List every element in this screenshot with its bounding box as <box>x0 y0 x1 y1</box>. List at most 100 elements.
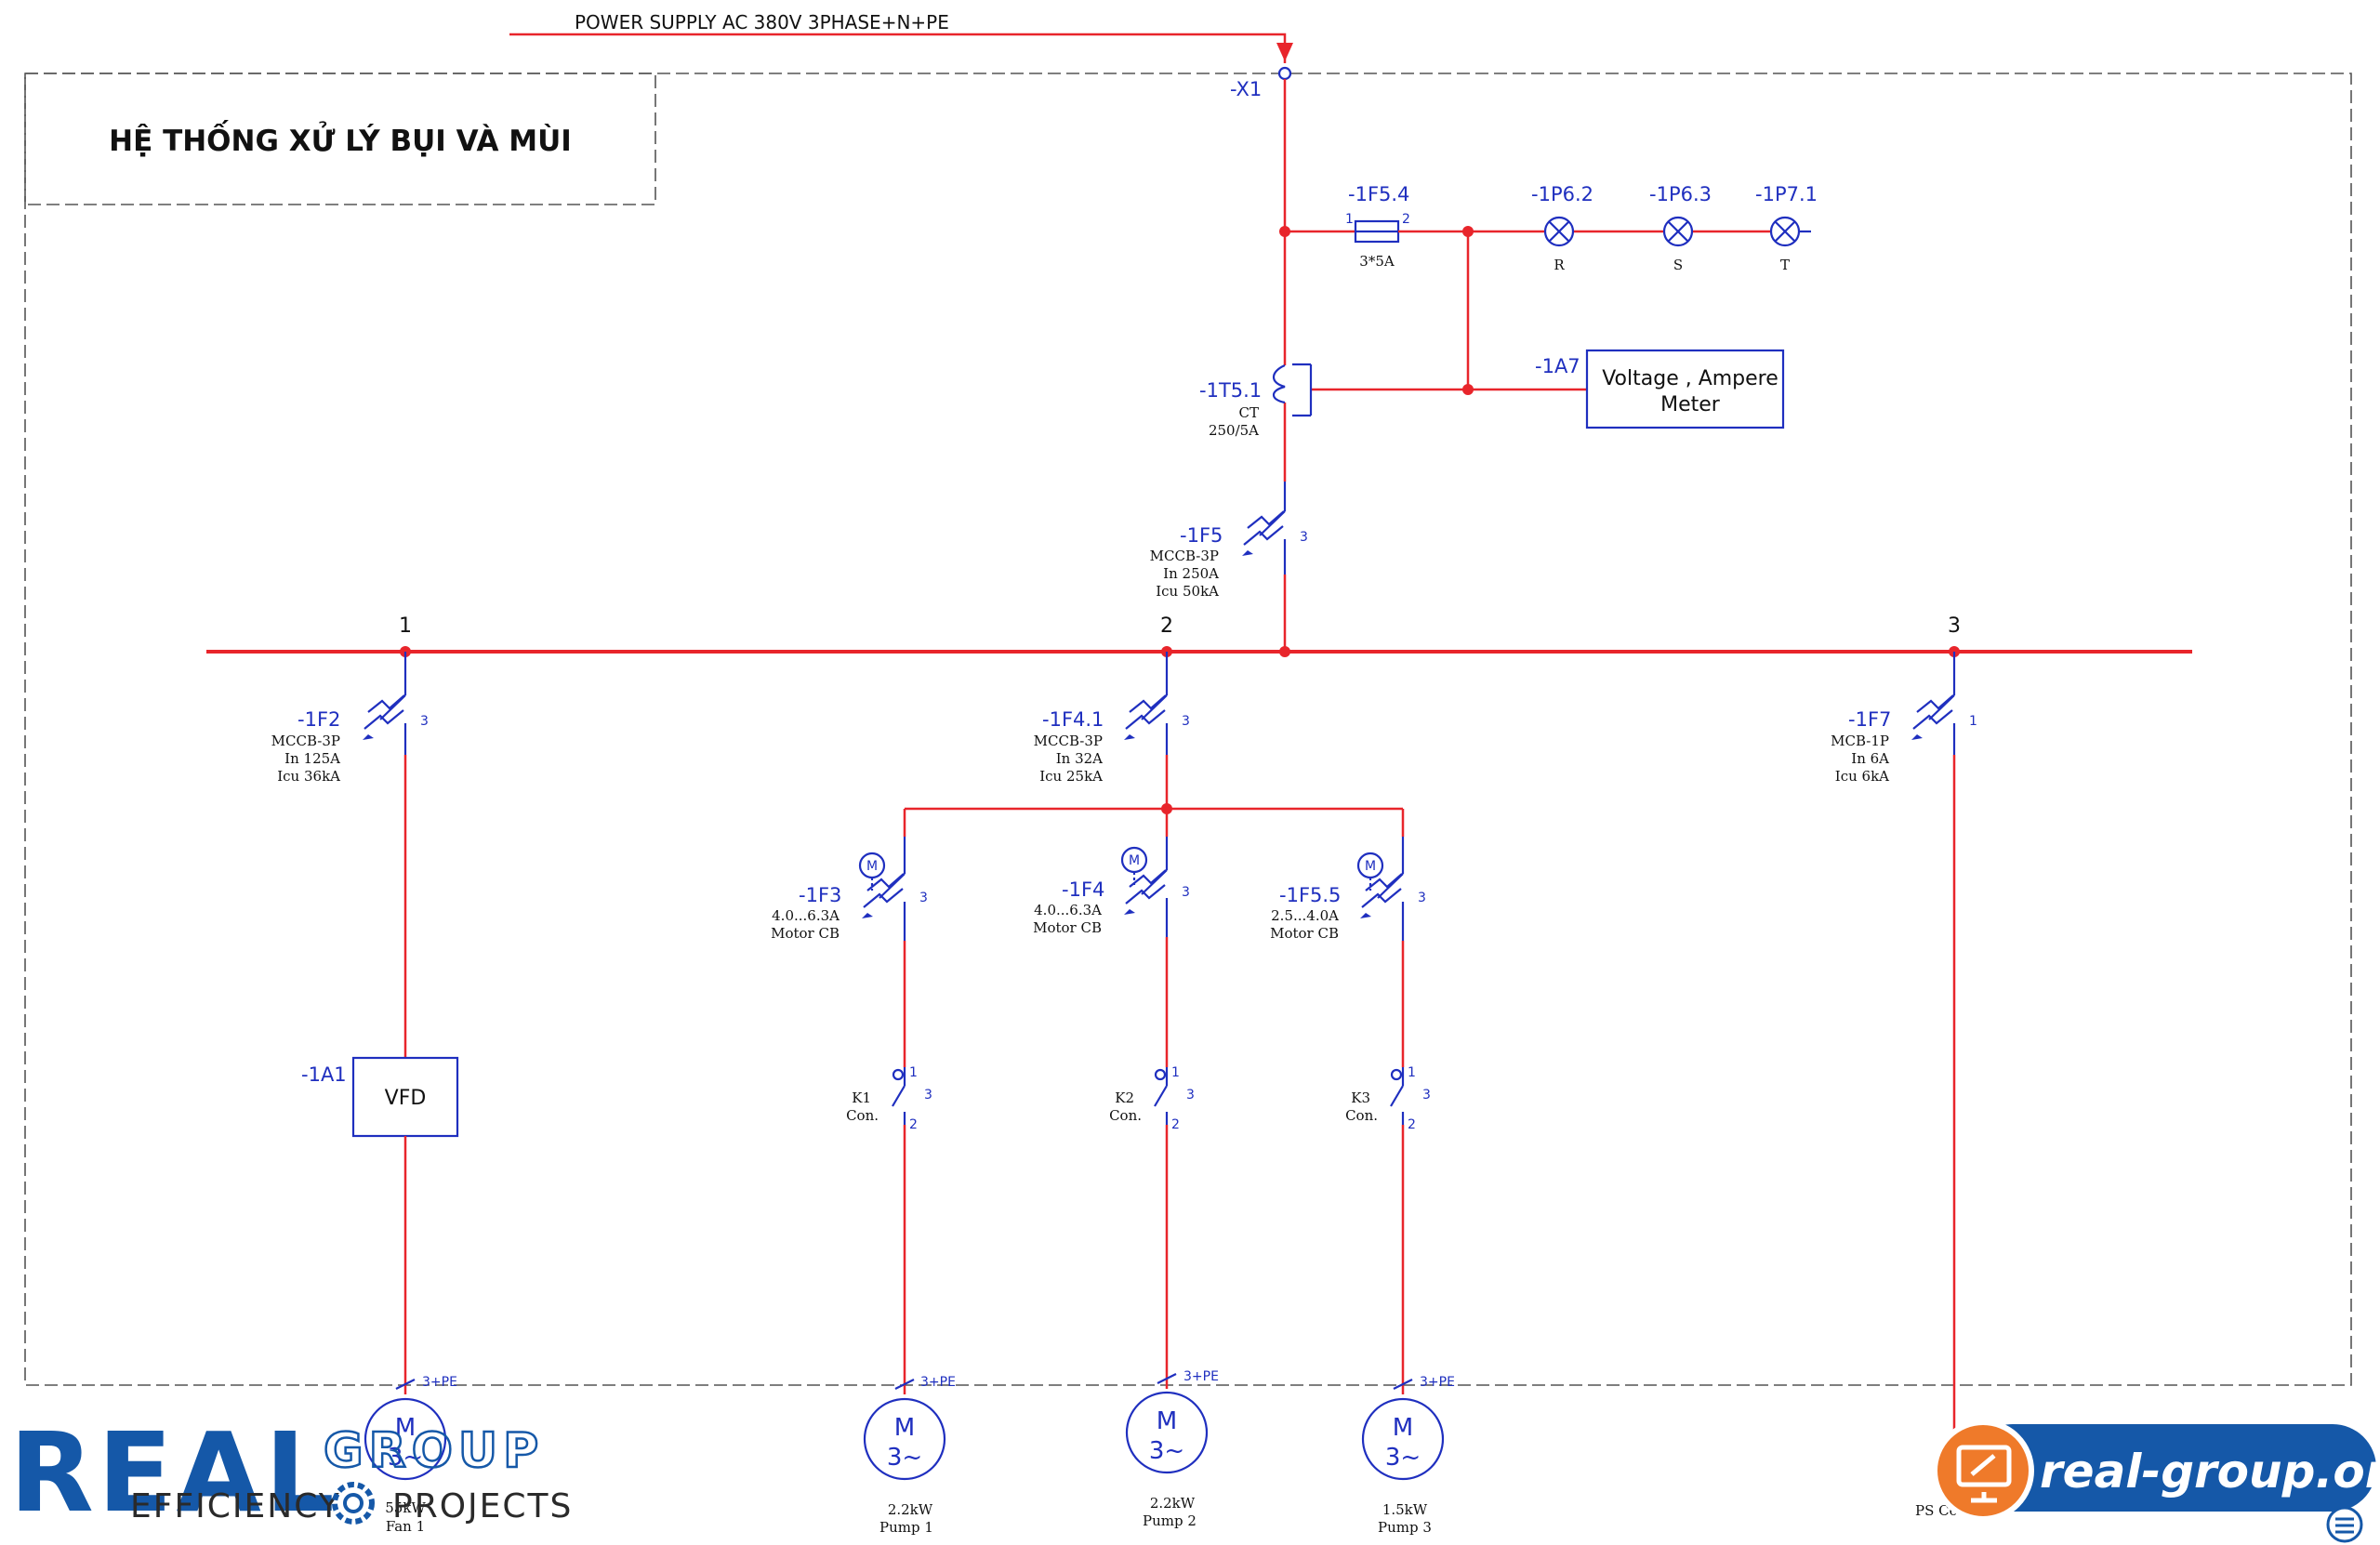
junction-dot <box>1279 226 1290 237</box>
contactor-label: Con. <box>846 1107 879 1124</box>
lamp-phase: T <box>1780 257 1790 273</box>
meter-box <box>1585 349 1785 429</box>
motor-bottom: 3~ <box>887 1444 922 1472</box>
motor-bottom: 3~ <box>1385 1444 1421 1472</box>
cable-mark <box>1393 1379 1413 1390</box>
title-frame <box>24 73 656 205</box>
bus-number-1: 1 <box>399 614 412 638</box>
breaker-trip-icon <box>1243 510 1285 546</box>
bus-number-2: 2 <box>1160 614 1173 638</box>
supply-label: POWER SUPPLY AC 380V 3PHASE+N+PE <box>575 11 949 33</box>
breaker-tag: -1F4.1 <box>1042 708 1104 731</box>
contactor-tag: K2 <box>1115 1089 1134 1106</box>
contactor-icon <box>892 1068 905 1081</box>
motor-top: M <box>894 1414 915 1442</box>
breaker-tag: -1F5 <box>1180 524 1223 547</box>
breaker-arrow-icon <box>363 734 374 740</box>
motor-power: 2.2kW <box>1150 1495 1196 1512</box>
motor-name: Pump 1 <box>879 1519 933 1536</box>
breaker-poles: 3 <box>1418 891 1426 905</box>
logo-group: GROUP <box>324 1423 544 1479</box>
breaker-trip-icon <box>1125 694 1167 730</box>
pump-2: M 3 -1F4 4.0...6.3A Motor CB 1 3 2 K2 Co… <box>1033 837 1219 1529</box>
cable-label: 3+PE <box>920 1375 956 1390</box>
motor-power: 1.5kW <box>1382 1501 1428 1518</box>
lamp-tag: -1P6.3 <box>1649 183 1712 205</box>
pump-3: M 3 -1F5.5 2.5...4.0A Motor CB 1 3 2 K3 … <box>1270 837 1455 1536</box>
contactor-icon <box>1154 1068 1167 1081</box>
contactor-label: Con. <box>1345 1107 1378 1124</box>
vfd-label: VFD <box>385 1087 427 1110</box>
breaker-line2: In 125A <box>284 750 340 767</box>
breaker-line2: In 250A <box>1163 565 1219 582</box>
motor-name: Pump 3 <box>1378 1519 1432 1536</box>
breaker-arrow-icon <box>1242 550 1253 556</box>
lamp-cross <box>1548 220 1570 243</box>
badge-text: real-group.org <box>2040 1445 2380 1499</box>
logo-right-word: PROJECTS <box>392 1487 573 1525</box>
lamp-r: -1P6.2 R <box>1531 183 1593 273</box>
breaker-line3: Icu 25kA <box>1039 768 1103 785</box>
breaker-tag: -1F2 <box>298 708 340 731</box>
terminal-tag: -X1 <box>1230 78 1262 100</box>
lamp-s: -1P6.3 S <box>1649 183 1712 273</box>
breaker-trip-icon <box>863 873 905 908</box>
real-group-logo: REAL GROUP EFFICIENCY PROJECTS <box>9 1408 573 1537</box>
breaker-contact <box>1377 837 1405 941</box>
fuse-tag: -1F5.4 <box>1348 183 1409 205</box>
motor-icon <box>863 1397 946 1481</box>
cable-label: 3+PE <box>1420 1375 1455 1390</box>
lamp-tag: -1P6.2 <box>1531 183 1593 205</box>
contactor-contact <box>1390 1067 1405 1125</box>
ct-tag: -1T5.1 <box>1199 379 1262 402</box>
lamp-cross <box>1667 220 1689 243</box>
menu-lines <box>2335 1517 2354 1534</box>
cb-line1: 2.5...4.0A <box>1271 907 1339 924</box>
contactor-pin-b: 3 <box>1422 1088 1431 1103</box>
badge-icon-circle <box>1932 1420 2034 1522</box>
fuse-pin2: 2 <box>1402 212 1410 227</box>
main-breaker: 3 -1F5 MCCB-3P In 250A Icu 50kA <box>1150 482 1308 600</box>
cb-line1: 4.0...6.3A <box>772 907 840 924</box>
contactor-pin-a: 1 <box>1408 1065 1416 1080</box>
cb-line2: Motor CB <box>1033 919 1102 936</box>
motor-top: M <box>395 1414 416 1442</box>
bus-number-3: 3 <box>1948 614 1961 638</box>
motor-name: Fan 1 <box>386 1518 425 1535</box>
breaker-trip-icon <box>1125 869 1167 905</box>
website-badge[interactable]: real-group.org <box>1932 1420 2380 1543</box>
breaker-poles: 3 <box>420 714 429 729</box>
contactor-icon <box>1390 1068 1403 1081</box>
supply-line <box>509 33 1287 63</box>
breaker-line1: MCB-1P <box>1831 733 1889 749</box>
contactor-contact <box>892 1067 906 1125</box>
cb-line1: 4.0...6.3A <box>1034 902 1102 918</box>
motor-icon <box>1361 1397 1445 1481</box>
contactor-pin-a: 1 <box>1171 1065 1180 1080</box>
fuse-rating: 3*5A <box>1359 253 1395 270</box>
motor-bottom: 3~ <box>1149 1437 1184 1465</box>
cable-mark <box>1157 1373 1177 1384</box>
motor-icon <box>1125 1391 1209 1474</box>
monitor-icon <box>1956 1445 2012 1503</box>
breaker-line2: In 6A <box>1851 750 1889 767</box>
cable-mark <box>894 1379 915 1390</box>
breaker-line2: In 32A <box>1056 750 1103 767</box>
motor-bottom: 3~ <box>388 1444 423 1472</box>
contactor-tag: K3 <box>1351 1089 1370 1106</box>
ct: -1T5.1 CT 250/5A <box>1199 363 1313 439</box>
breaker-poles: 3 <box>919 891 928 905</box>
ct-coil-icon <box>1272 363 1286 404</box>
breaker-trip-icon <box>364 694 405 730</box>
contactor-pin-b: 3 <box>924 1088 932 1103</box>
motor-icon <box>364 1397 447 1481</box>
branch-3: 1 -1F7 MCB-1P In 6A Icu 6kA PS Con <box>1831 652 1977 1519</box>
breaker-poles: 3 <box>1300 530 1308 545</box>
ct-line2: 250/5A <box>1209 422 1259 439</box>
lamp-tag: -1P7.1 <box>1755 183 1818 205</box>
branch-2-breaker: 3 -1F4.1 MCCB-3P In 32A Icu 25kA <box>903 652 1405 837</box>
motor-power: 55kW <box>385 1499 426 1516</box>
lamp-phase: R <box>1554 257 1565 273</box>
logo-brand: REAL <box>9 1408 338 1537</box>
